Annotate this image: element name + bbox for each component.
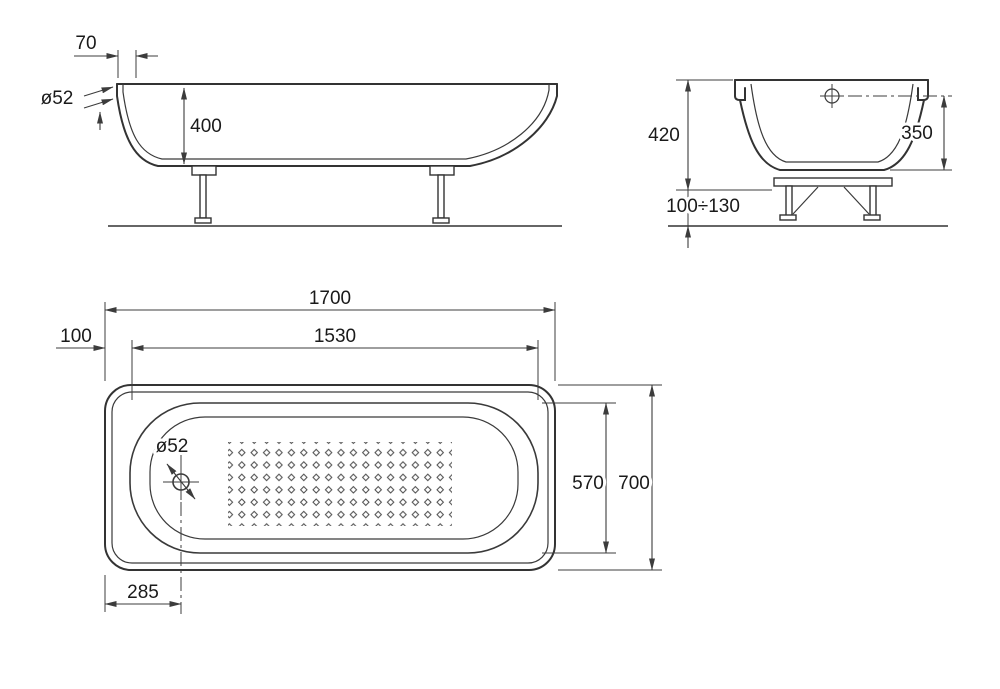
dim-label-inner-depth-end: 350 — [901, 123, 933, 144]
dimension-left-offset: 100 — [56, 326, 106, 351]
side-elevation-view: 70 ø52 400 — [41, 33, 562, 227]
dimension-overall-width: 700 — [558, 384, 662, 571]
tub-side-inner-shell — [122, 84, 550, 160]
dim-label-overall-height: 420 — [648, 125, 680, 146]
dim-label-side-drain: ø52 — [41, 88, 74, 109]
dimension-inner-depth-end: 350 — [890, 95, 952, 171]
leg-frame-end — [773, 177, 893, 221]
tub-end-left-lip — [734, 79, 746, 101]
tub-side-outer-shell — [116, 83, 558, 167]
tub-plan-rim-line — [111, 391, 549, 564]
antislip-pattern — [228, 442, 452, 526]
dim-label-rim-width: 70 — [75, 33, 96, 54]
drain-symbol-end — [820, 84, 952, 108]
dim-label-drain-offset: 285 — [127, 582, 159, 603]
dim-label-overall-length: 1700 — [309, 288, 351, 309]
dimension-rim-width: 70 — [74, 33, 158, 78]
tub-foot-rear — [429, 165, 455, 224]
end-section-view: 420 100÷130 350 — [645, 79, 952, 248]
dimension-leg-height: 100÷130 — [663, 190, 743, 248]
dimension-overall-length: 1700 — [104, 288, 556, 381]
tub-plan-floor — [149, 416, 519, 540]
tub-end-outer-wall — [739, 99, 925, 171]
tub-plan-outer-rect — [104, 384, 556, 571]
drain-symbol-plan: ø52 — [153, 433, 199, 614]
dim-label-inner-length: 1530 — [314, 326, 356, 347]
dim-label-left-offset: 100 — [60, 326, 92, 347]
plan-top-view: ø52 1700 1530 100 570 — [56, 288, 662, 614]
dimension-side-drain: ø52 — [41, 86, 114, 130]
dim-label-leg-height: 100÷130 — [666, 196, 740, 217]
tub-end-right-lip — [917, 79, 929, 101]
dimension-overall-height: 420 — [645, 79, 772, 191]
tub-plan-opening — [129, 402, 539, 554]
tub-end-inner-wall — [750, 83, 914, 163]
dim-label-inner-width: 570 — [572, 473, 604, 494]
tub-foot-front — [191, 165, 217, 224]
dimension-inner-length: 1530 — [131, 326, 539, 400]
dimension-inner-width: 570 — [542, 402, 616, 554]
dim-label-inner-depth-side: 400 — [190, 116, 222, 137]
dim-label-plan-drain: ø52 — [156, 436, 189, 457]
dimension-inner-depth-side: 400 — [181, 87, 225, 165]
dim-label-overall-width: 700 — [618, 473, 650, 494]
dimension-drain-offset: 285 — [104, 575, 182, 612]
